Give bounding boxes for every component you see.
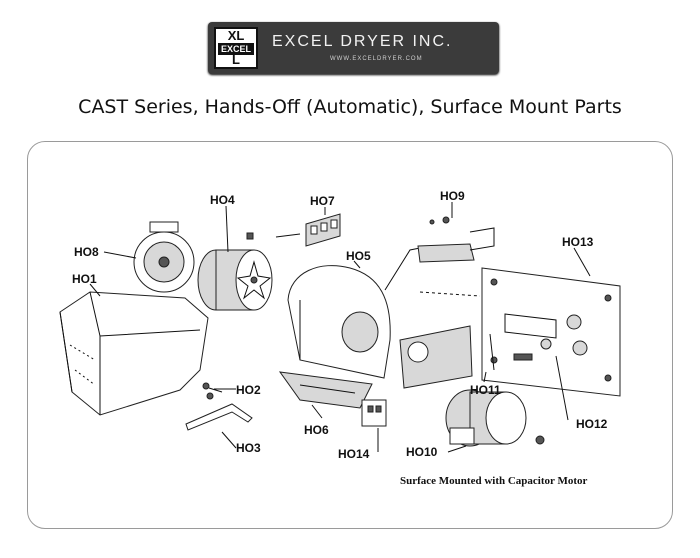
brand-name: EXCEL DRYER INC. xyxy=(272,33,453,50)
label-ho9: HO9 xyxy=(440,189,465,203)
terminal-block-part xyxy=(275,213,341,247)
logo-mark-top: XL xyxy=(227,28,245,43)
label-ho1: HO1 xyxy=(72,272,97,286)
logo-mark-bar: EXCEL xyxy=(218,43,254,55)
mounting-plate-part xyxy=(419,267,621,397)
capacitor-motor-part xyxy=(445,389,545,447)
label-ho4: HO4 xyxy=(210,193,235,207)
inlet-ring-part xyxy=(133,221,195,293)
screw-and-wrench-parts xyxy=(185,382,253,431)
blower-housing-part xyxy=(287,247,421,379)
excel-dryer-logo: XL EXCEL L EXCEL DRYER INC. WWW.EXCELDRY… xyxy=(208,22,499,74)
xl-logo-mark: XL EXCEL L xyxy=(214,27,258,69)
bracket-part xyxy=(417,216,495,263)
label-ho2: HO2 xyxy=(236,383,261,397)
label-ho14: HO14 xyxy=(338,447,370,461)
page-title: CAST Series, Hands-Off (Automatic), Surf… xyxy=(78,96,622,118)
label-ho12: HO12 xyxy=(576,417,608,431)
label-ho11: HO11 xyxy=(470,383,501,397)
brand-url: WWW.EXCELDRYER.COM xyxy=(330,56,423,62)
label-ho6: HO6 xyxy=(304,423,329,437)
diagram-frame xyxy=(27,141,673,529)
nozzle-base-part xyxy=(278,371,373,409)
sensor-part xyxy=(361,399,387,427)
cover-part xyxy=(59,291,209,416)
label-ho8: HO8 xyxy=(74,245,99,259)
blower-wheel-part xyxy=(197,232,273,311)
label-ho7: HO7 xyxy=(310,194,335,208)
label-ho13: HO13 xyxy=(562,235,594,249)
label-ho5: HO5 xyxy=(346,249,371,263)
leader-lines xyxy=(89,202,591,453)
logo-mark-bottom: L xyxy=(232,52,240,67)
label-ho10: HO10 xyxy=(406,445,438,459)
label-ho3: HO3 xyxy=(236,441,261,455)
motor-bracket-part xyxy=(399,325,533,389)
diagram-caption: Surface Mounted with Capacitor Motor xyxy=(400,475,587,487)
